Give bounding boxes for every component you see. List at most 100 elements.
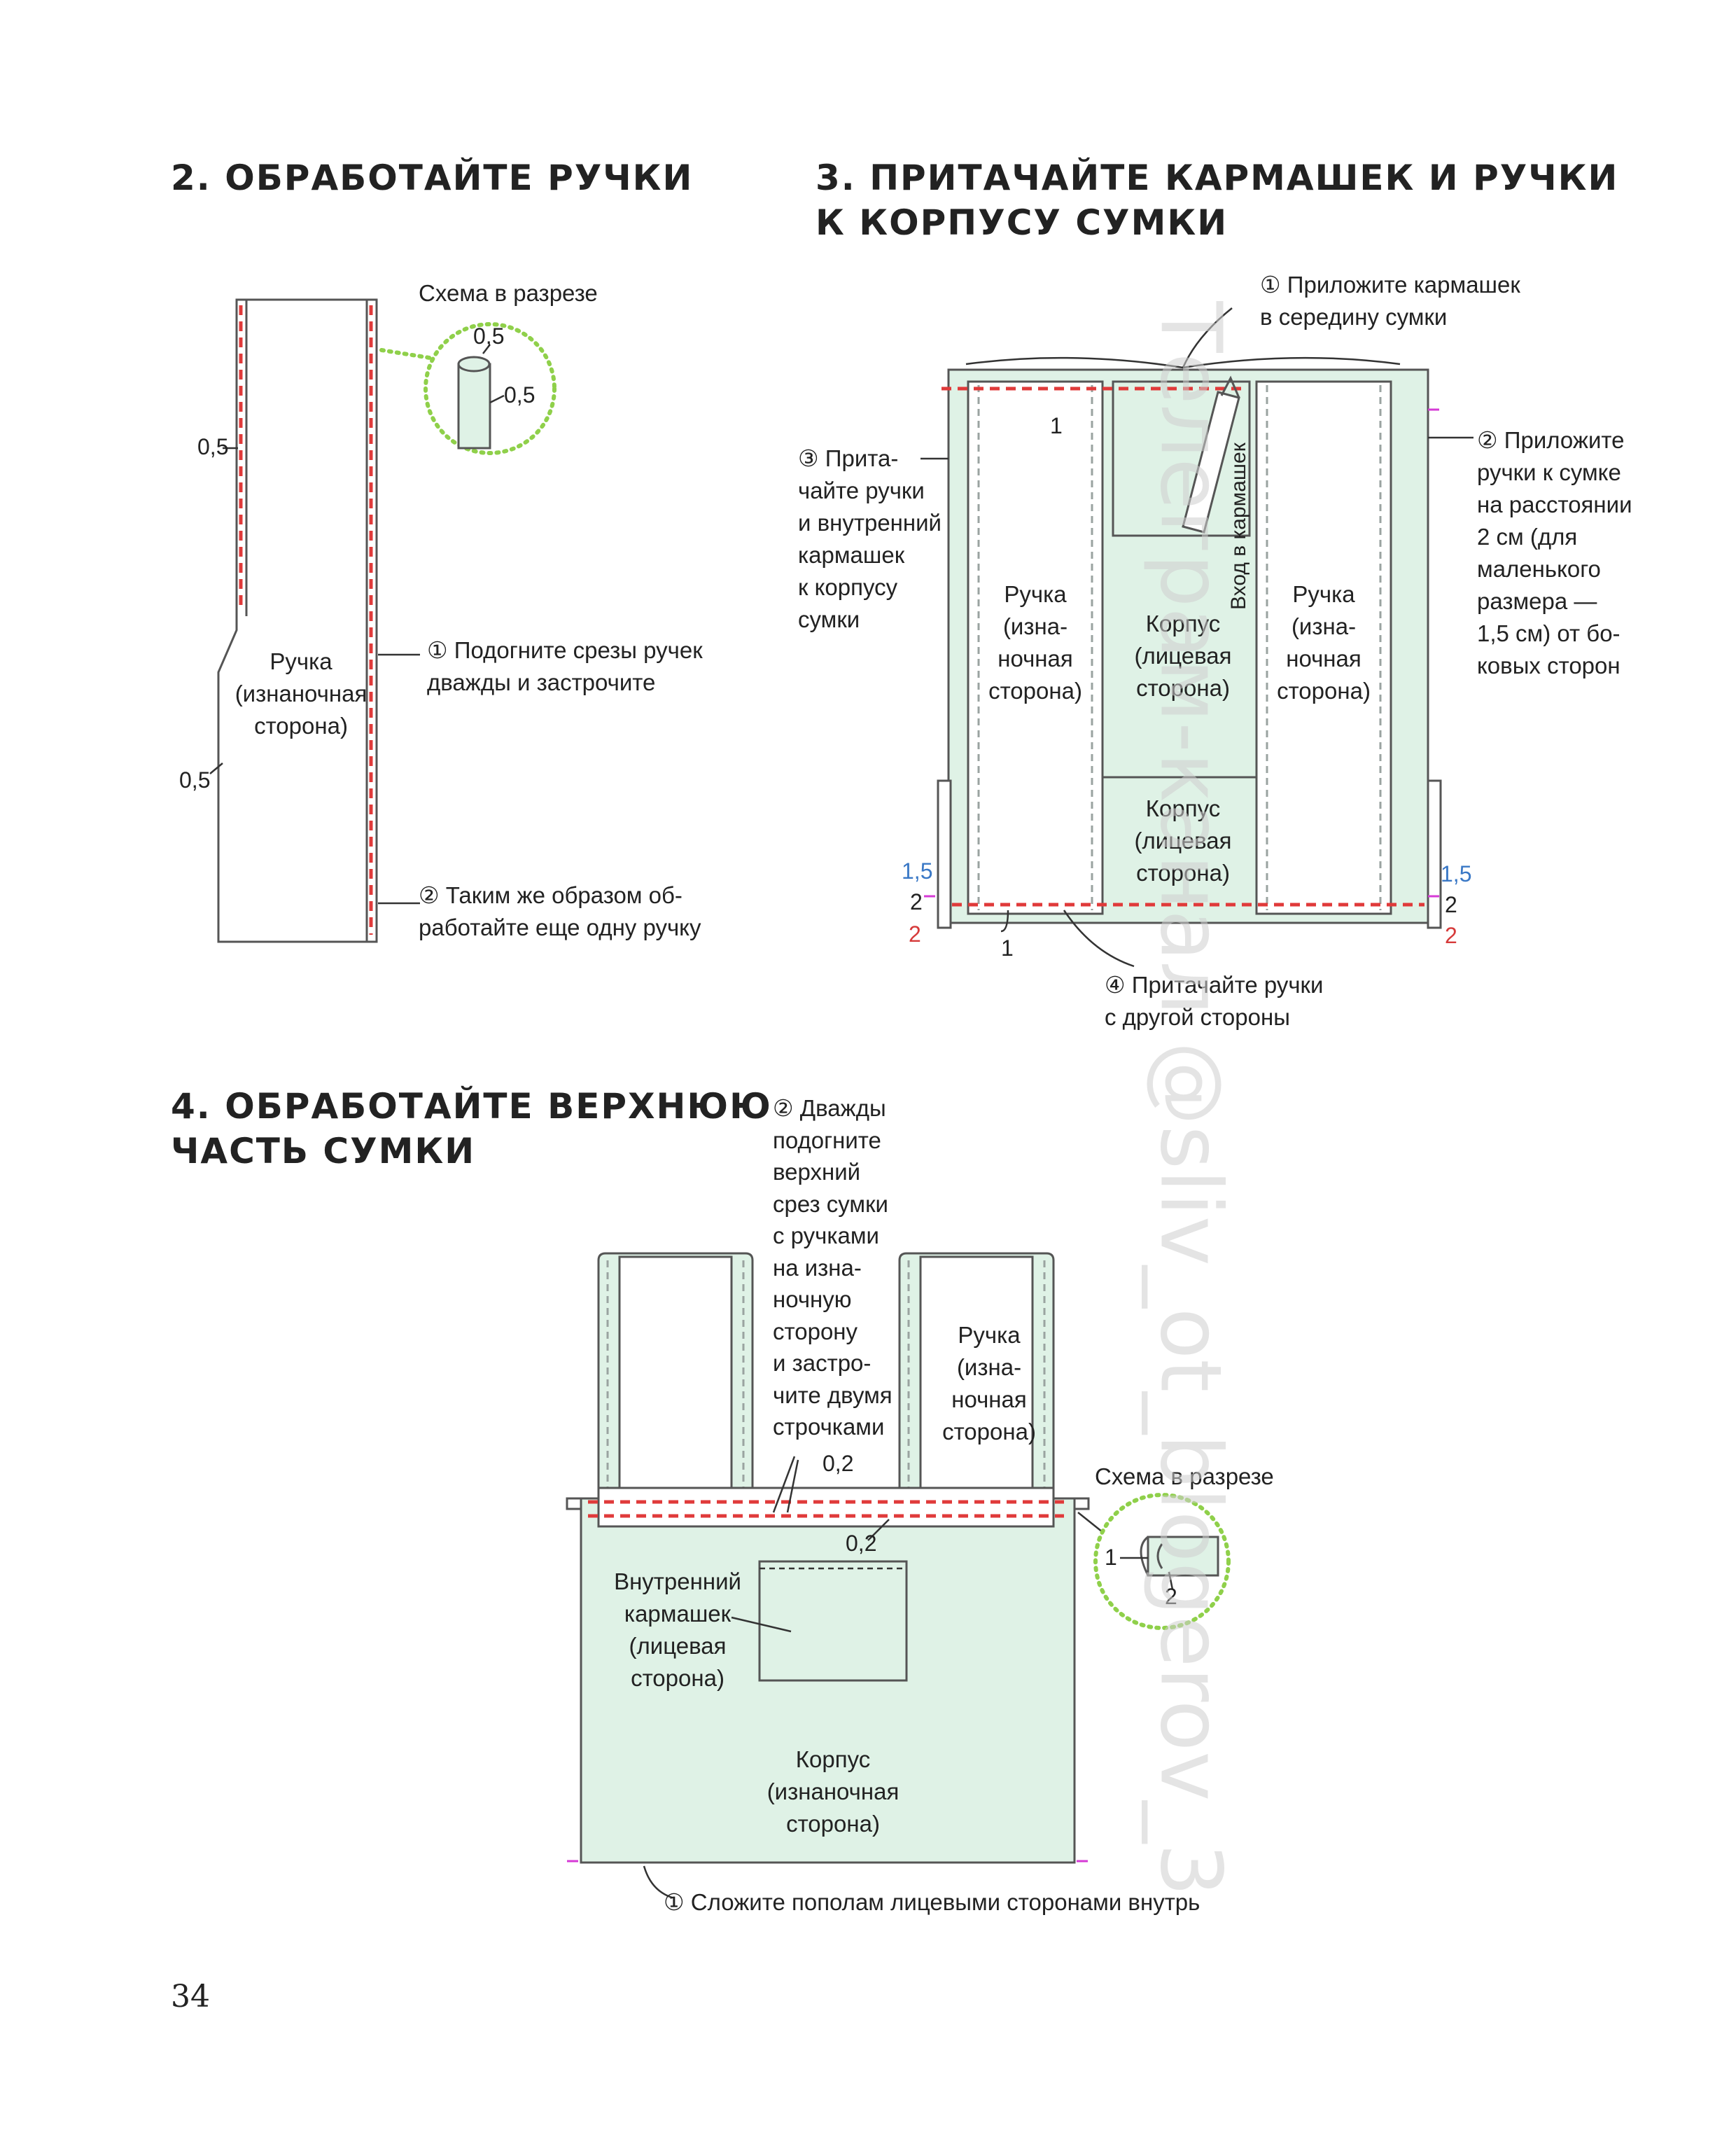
s4-body-line: (изнаночная	[766, 1778, 899, 1804]
s2-handle-drawing	[209, 298, 420, 943]
heading-s4-line1: 4. ОБРАБОТАЙТЕ ВЕРХНЮЮ	[171, 1086, 772, 1127]
s3-body-lower-line: сторона)	[1136, 860, 1230, 886]
pen-icon	[1182, 375, 1240, 534]
s2-cross-section	[379, 322, 556, 455]
s4-cross-section-title: Схема в разрезе	[1095, 1463, 1274, 1489]
watermark: Телеграм-канал @sliv_ot_blogerov_3	[1141, 301, 1239, 1897]
s4-pocket-line: кармашек	[624, 1601, 732, 1627]
s2-margin-left-lower: 0,5	[179, 767, 211, 793]
s3-margin-left-blue: 1,5	[902, 858, 933, 884]
s4-step-2-line: подогните	[773, 1127, 881, 1153]
heading-s3-line1: 3. ПРИТАЧАЙТЕ КАРМАШЕК И РУЧКИ	[816, 158, 1619, 198]
s2-step-2-line: ② Таким же образом об-	[419, 882, 682, 908]
s3-handle-right-line: (изна-	[1291, 613, 1357, 639]
heading-section-3: 3. ПРИТАЧАЙТЕ КАРМАШЕК И РУЧКИ К КОРПУСУ…	[816, 155, 1618, 245]
heading-s4-line2: ЧАСТЬ СУМКИ	[171, 1131, 476, 1171]
s4-body-label: Корпус (изнаночная сторона)	[760, 1743, 906, 1840]
s3-step-3-line: чайте ручки	[798, 478, 925, 503]
s3-margin-bottom: 1	[1001, 935, 1014, 961]
s2-margin-top: 0,5	[473, 323, 505, 349]
s3-body-lower-line: (лицевая	[1134, 828, 1232, 854]
s4-handle-line: Ручка	[958, 1322, 1021, 1348]
s4-handle-line: ночная	[951, 1386, 1027, 1412]
s3-handle-left-line: (изна-	[1002, 613, 1068, 639]
s3-handle-left-label: Ручка (изна- ночная сторона)	[979, 578, 1091, 707]
s3-margin-right-red: 2	[1445, 923, 1457, 948]
s4-handle-label: Ручка (изна- ночная сторона)	[923, 1319, 1056, 1448]
s3-step-2: ② Приложите ручки к сумке на расстоянии …	[1477, 424, 1632, 682]
s3-bag-drawing	[920, 307, 1474, 968]
s2-handle-line: (изнаночная	[234, 681, 368, 706]
s4-cross-section	[1093, 1493, 1231, 1630]
s4-step-1: ① Сложите пополам лицевыми сторонами вну…	[664, 1889, 1200, 1915]
s3-body-upper-line: сторона)	[1136, 675, 1230, 701]
s2-handle-line: сторона)	[254, 713, 348, 739]
s4-handle-line: (изна-	[956, 1354, 1022, 1380]
s4-margin-02-lower: 0,2	[846, 1531, 877, 1556]
s3-step-2-line: 1,5 см) от бо-	[1477, 620, 1620, 646]
s3-margin-right-black: 2	[1445, 892, 1457, 917]
s3-step-1-line: в середину сумки	[1260, 304, 1448, 330]
heading-s3-line2: К КОРПУСУ СУМКИ	[816, 202, 1228, 243]
s2-margin-left-upper: 0,5	[197, 434, 229, 459]
s3-step-3-line: ③ Прита-	[798, 445, 899, 471]
s4-pocket-label: Внутренний кармашек (лицевая сторона)	[608, 1566, 748, 1694]
s3-step-3-line: и внутренний	[798, 510, 941, 536]
s3-step-2-line: ② Приложите	[1477, 427, 1625, 453]
s3-step-1: ① Приложите кармашек в середину сумки	[1260, 269, 1520, 333]
s3-handle-left-line: ночная	[997, 646, 1073, 671]
s3-step-3-line: к корпусу	[798, 574, 898, 600]
s4-step-2-line: чите двумя	[773, 1381, 892, 1408]
s4-step-2-line: с ручками	[773, 1223, 879, 1248]
s2-step-2-line: работайте еще одну ручку	[419, 914, 701, 940]
s4-body-line: Корпус	[795, 1746, 871, 1772]
s2-step-1-line: ① Подогните срезы ручек	[427, 637, 703, 663]
s4-pocket-line: Внутренний	[614, 1568, 741, 1594]
s4-step-2-line: верхний	[773, 1159, 861, 1185]
s4-margin-1: 1	[1105, 1545, 1117, 1570]
s2-step-1: ① Подогните срезы ручек дважды и застроч…	[427, 634, 703, 699]
s2-step-2: ② Таким же образом об- работайте еще одн…	[419, 879, 701, 944]
s3-step-2-line: размера —	[1477, 588, 1597, 614]
s3-step-2-line: ковых сторон	[1477, 653, 1620, 678]
s3-margin-left-red: 2	[909, 921, 921, 947]
s3-handle-left-line: Ручка	[1004, 581, 1067, 607]
s3-handle-left-line: сторона)	[988, 678, 1082, 704]
s2-margin-side: 0,5	[504, 382, 536, 408]
s2-cross-section-title: Схема в разрезе	[419, 280, 598, 306]
s4-pocket-line: сторона)	[631, 1665, 724, 1691]
s3-step-2-line: маленького	[1477, 556, 1601, 582]
s3-body-upper-line: Корпус	[1145, 611, 1221, 636]
heading-section-4: 4. ОБРАБОТАЙТЕ ВЕРХНЮЮ ЧАСТЬ СУМКИ	[171, 1084, 772, 1174]
s4-step-2-line: и застро-	[773, 1350, 872, 1376]
s3-handle-right-line: сторона)	[1277, 678, 1371, 704]
s3-body-lower-line: Корпус	[1145, 795, 1221, 821]
s3-handle-right-line: Ручка	[1292, 581, 1355, 607]
s3-margin-left-black: 2	[910, 889, 923, 914]
s4-step-2-line: ② Дважды	[773, 1095, 886, 1121]
s3-handle-right-label: Ручка (изна- ночная сторона)	[1268, 578, 1380, 707]
s3-body-lower-label: Корпус (лицевая сторона)	[1113, 793, 1253, 889]
s3-step-2-line: ручки к сумке	[1477, 459, 1621, 485]
s4-step-2-line: строчками	[773, 1414, 885, 1440]
s2-step-1-line: дважды и застрочите	[427, 669, 656, 695]
s3-step-2-line: на расстоянии	[1477, 492, 1632, 517]
s4-pocket-line: (лицевая	[629, 1633, 727, 1659]
s4-margin-02-upper: 0,2	[822, 1451, 854, 1476]
s3-step-3: ③ Прита- чайте ручки и внутренний кармаш…	[798, 443, 941, 636]
s3-step-1-line: ① Приложите кармашек	[1260, 272, 1520, 298]
s2-handle-label: Ручка (изнаночная сторона)	[231, 646, 371, 742]
s2-handle-line: Ручка	[270, 648, 332, 674]
s4-step-2-line: сторону	[773, 1318, 858, 1344]
s4-bag-drawing	[566, 1252, 1114, 1899]
s3-step-4-line: ④ Притачайте ручки	[1105, 972, 1324, 998]
s3-handle-right-line: ночная	[1286, 646, 1362, 671]
s3-step-3-line: кармашек	[798, 542, 905, 568]
s3-body-upper-label: Корпус (лицевая сторона)	[1113, 608, 1253, 704]
s4-step-2-line: на изна-	[773, 1254, 862, 1281]
s4-body-line: сторона)	[786, 1811, 880, 1837]
s3-step-2-line: 2 см (для	[1477, 524, 1578, 550]
s3-step-4: ④ Притачайте ручки с другой стороны	[1105, 969, 1323, 1033]
